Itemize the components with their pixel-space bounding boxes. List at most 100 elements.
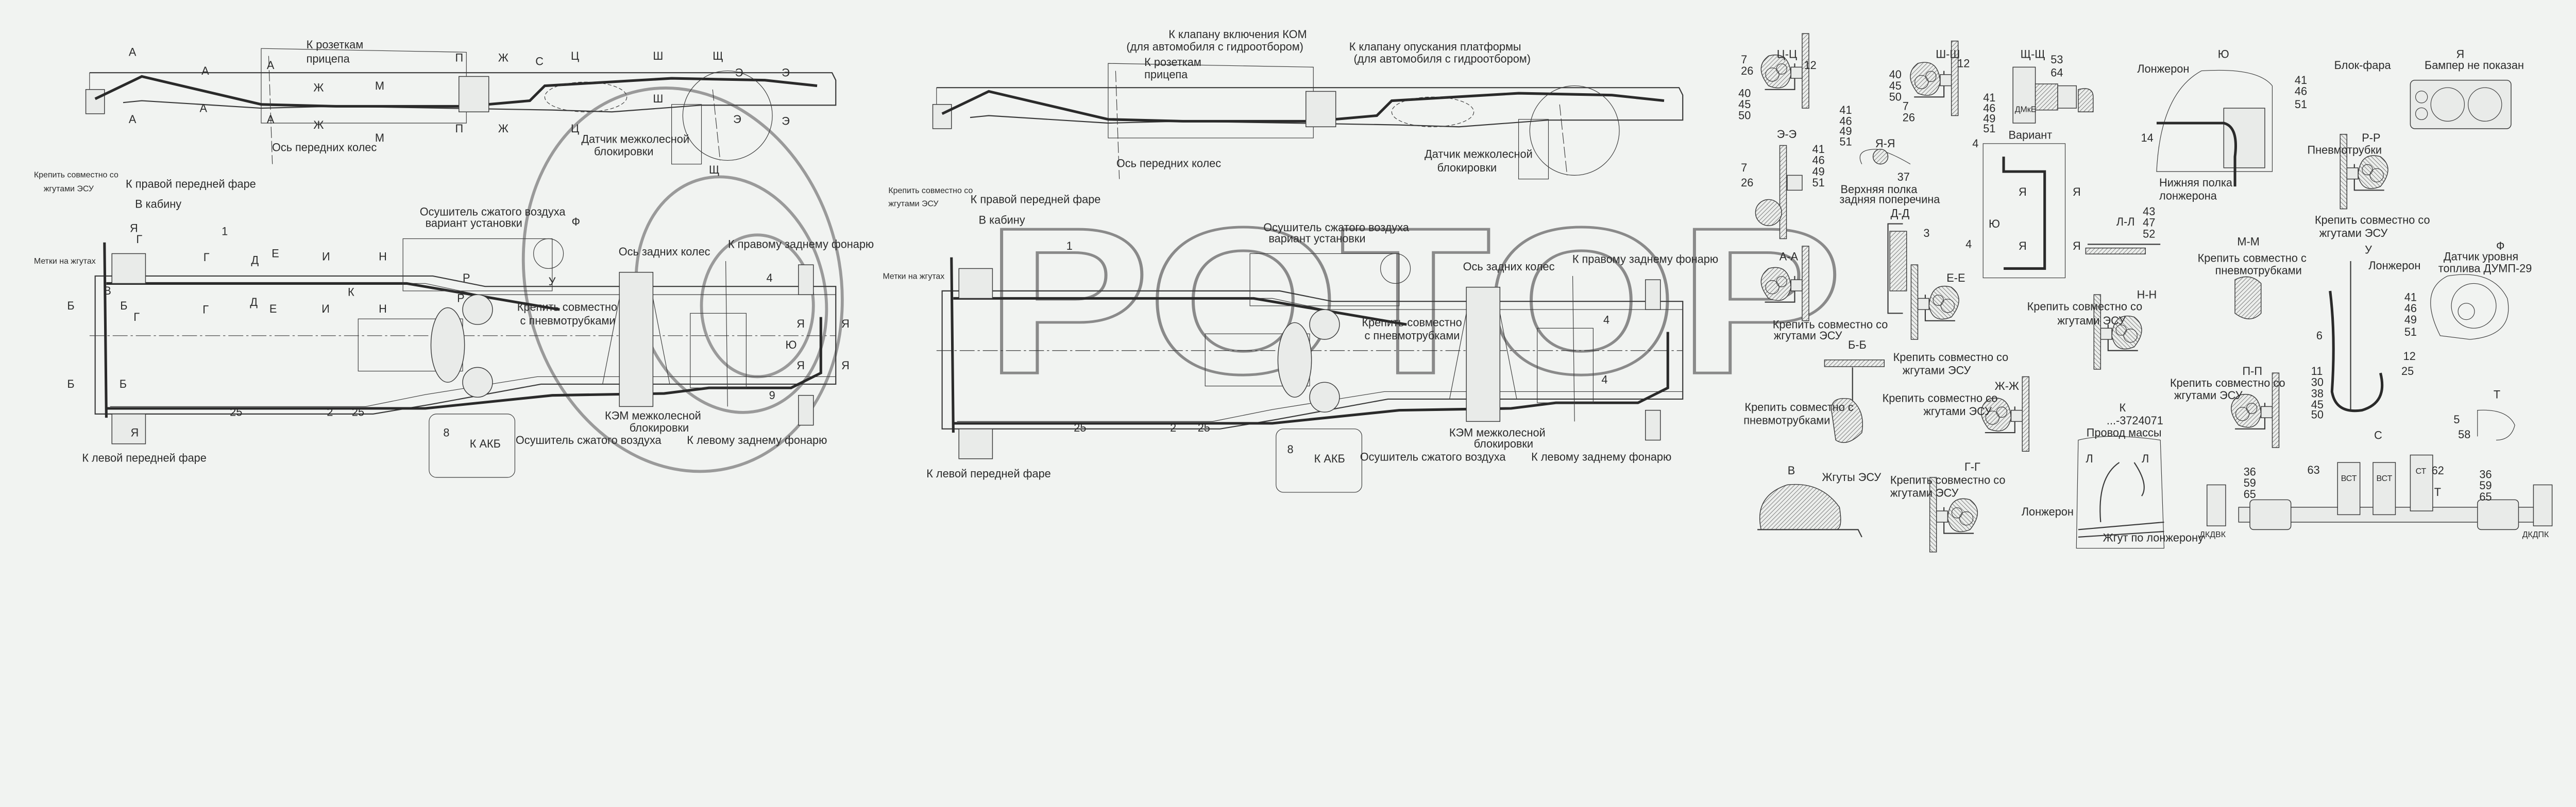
label-air-dryer-variant-2: вариант установки xyxy=(1268,232,1365,245)
section-mark: Ш xyxy=(653,92,663,105)
note-fasten-esu-2: жгутами ЭСУ xyxy=(44,185,94,194)
label-left-rear-lamp: К левому заднему фонарю xyxy=(687,434,827,447)
note: Крепить совместно со xyxy=(2315,214,2430,227)
section-mark: Г xyxy=(136,233,142,246)
item-number: 4 xyxy=(1972,137,1978,150)
item-number: 62 xyxy=(2432,464,2444,477)
label-diff-lock-sensor: Датчик межколесной xyxy=(581,132,689,145)
detail-cc: Ц-Ц 7 26 12 40 45 50 41 46 49 51 xyxy=(1738,33,1852,148)
detail-title: Т xyxy=(2494,388,2500,401)
detail-title: Ю xyxy=(2218,47,2229,60)
item-number: 36 xyxy=(2244,465,2256,478)
chassis-view-2: К клапану включения КОМ (для автомобиля … xyxy=(883,28,1718,492)
item-number: 6 xyxy=(2316,329,2323,342)
item-number: 63 xyxy=(2308,463,2320,476)
note: Лонжерон xyxy=(2368,259,2420,272)
note: Крепить совместно со xyxy=(2027,300,2143,313)
note: пневмотрубками xyxy=(2215,264,2302,277)
label-to-cab: В кабину xyxy=(979,214,1025,227)
section-mark: Ц xyxy=(571,122,579,135)
note: жгутами ЭСУ xyxy=(2174,389,2243,402)
item-number: 25 xyxy=(2401,365,2414,377)
item-number: 65 xyxy=(2244,488,2256,501)
note: Крепить совместно со xyxy=(1893,351,2009,364)
section-mark: Ю xyxy=(785,338,796,351)
note: Крепить совместно со xyxy=(1890,473,2006,486)
note-fasten-pneumo: Крепить совместно xyxy=(1362,316,1462,329)
item-number: 25 xyxy=(230,405,242,418)
note: жгутами ЭСУ xyxy=(1774,329,1842,342)
note: Датчик уровня xyxy=(2444,250,2518,263)
section-mark: Д xyxy=(251,254,259,267)
note-fasten-esu-2: жгутами ЭСУ xyxy=(888,199,939,208)
label-air-dryer: Осушитель сжатого воздуха xyxy=(516,434,662,447)
section-mark: Я xyxy=(130,426,139,439)
label-to-cab: В кабину xyxy=(135,197,181,210)
item-number: 4 xyxy=(767,271,773,284)
detail-shsh: Ш-Ш 40 45 50 12 7 26 41 46 49 51 xyxy=(1889,40,1995,135)
wiring-drawing: РОТОР К розеткам прицепа Ось передних ко… xyxy=(34,28,2553,553)
detail-title: Л-Л xyxy=(2116,215,2135,228)
section-mark: Г xyxy=(202,303,209,316)
section-mark: Я xyxy=(841,317,850,330)
label-kem-2: блокировки xyxy=(630,421,689,434)
note: Верхняя полка xyxy=(1841,183,1918,196)
detail-variant: Вариант 4 4 Я Я Я Я Ю xyxy=(1965,128,2081,279)
section-mark: П xyxy=(455,51,464,64)
detail-title: Ж-Ж xyxy=(1995,380,2019,392)
detail-pp: П-П Крепить совместно со жгутами ЭСУ xyxy=(2170,365,2285,449)
item-number: 52 xyxy=(2143,227,2155,240)
section-mark: Ф xyxy=(571,215,580,228)
note: Жгут по лонжерону xyxy=(2103,531,2204,544)
label-platform-valve-2: (для автомобиля с гидроотбором) xyxy=(1353,53,1531,65)
note: Лонжерон xyxy=(2022,505,2074,518)
item-number: 45 xyxy=(1738,98,1751,111)
label-right-headlamp: К правой передней фаре xyxy=(126,177,256,190)
detail-title: Вариант xyxy=(2008,128,2052,141)
detail-ya: Я Блок-фара Бампер не показан xyxy=(2334,47,2524,129)
note: Крепить совместно с xyxy=(2198,251,2307,264)
note-fasten-pneumo-2: с пневмотрубками xyxy=(1364,329,1460,342)
section-mark: М xyxy=(375,79,384,92)
detail-u: У Лонжерон 41 46 49 51 6 12 25 11 30 38 … xyxy=(2311,243,2421,421)
item-number: 2 xyxy=(327,405,333,418)
note-fasten-esu: Крепить совместно со xyxy=(888,186,973,195)
note: задняя поперечина xyxy=(1839,193,1940,206)
note: лонжерона xyxy=(2159,189,2217,202)
section-mark: Р xyxy=(463,271,470,284)
section-mark: М xyxy=(375,131,384,144)
section-mark: Э xyxy=(735,66,743,79)
section-mark: С xyxy=(535,55,544,68)
detail-title: Ф xyxy=(2496,239,2505,252)
label-rear-axle: Ось задних колес xyxy=(619,245,710,258)
section-mark: А xyxy=(201,64,209,77)
item-number: 8 xyxy=(1287,443,1294,456)
detail-yu: Ю Лонжерон 41 46 51 14 Нижняя полка лонж… xyxy=(2137,47,2307,202)
section-mark: Ж xyxy=(498,122,509,135)
item-number: 46 xyxy=(1839,115,1852,128)
section-mark: Я xyxy=(2019,185,2027,198)
note: Жгуты ЭСУ xyxy=(1822,471,1881,484)
label-air-dryer-variant: Осушитель сжатого воздуха xyxy=(420,205,566,218)
detail-ee2: Е-Е Крепить совместно со жгутами ЭСУ xyxy=(1893,264,2009,376)
detail-title: Щ-Щ xyxy=(2021,47,2045,60)
section-mark: Л xyxy=(2142,452,2149,465)
detail-t: Т 5 58 xyxy=(2453,388,2515,441)
label-harness-marks: Метки на жгутах xyxy=(883,272,944,281)
item-number: 53 xyxy=(2050,53,2063,66)
detail-title: В xyxy=(1788,464,1795,477)
note: жгутами ЭСУ xyxy=(1923,405,1992,418)
item-number: 43 xyxy=(2143,205,2155,218)
label-kom-valve: К клапану включения КОМ xyxy=(1168,28,1307,41)
item-number: 46 xyxy=(2404,302,2417,315)
detail-title: Я-Я xyxy=(1875,137,1895,150)
label-harness-marks: Метки на жгутах xyxy=(34,257,96,266)
detail-f: Ф Датчик уровня топлива ДУМП-29 xyxy=(2430,239,2532,340)
note: Крепить совместно со xyxy=(1773,318,1888,331)
item-number: 59 xyxy=(2244,476,2256,489)
label-rear-axle: Ось задних колес xyxy=(1463,260,1555,273)
section-mark: Б xyxy=(67,299,74,312)
view1-bottom-labels: Крепить совместно со жгутами ЭСУ К право… xyxy=(34,171,874,465)
detail-title: У xyxy=(2365,243,2372,256)
section-mark: Я xyxy=(2073,239,2081,252)
